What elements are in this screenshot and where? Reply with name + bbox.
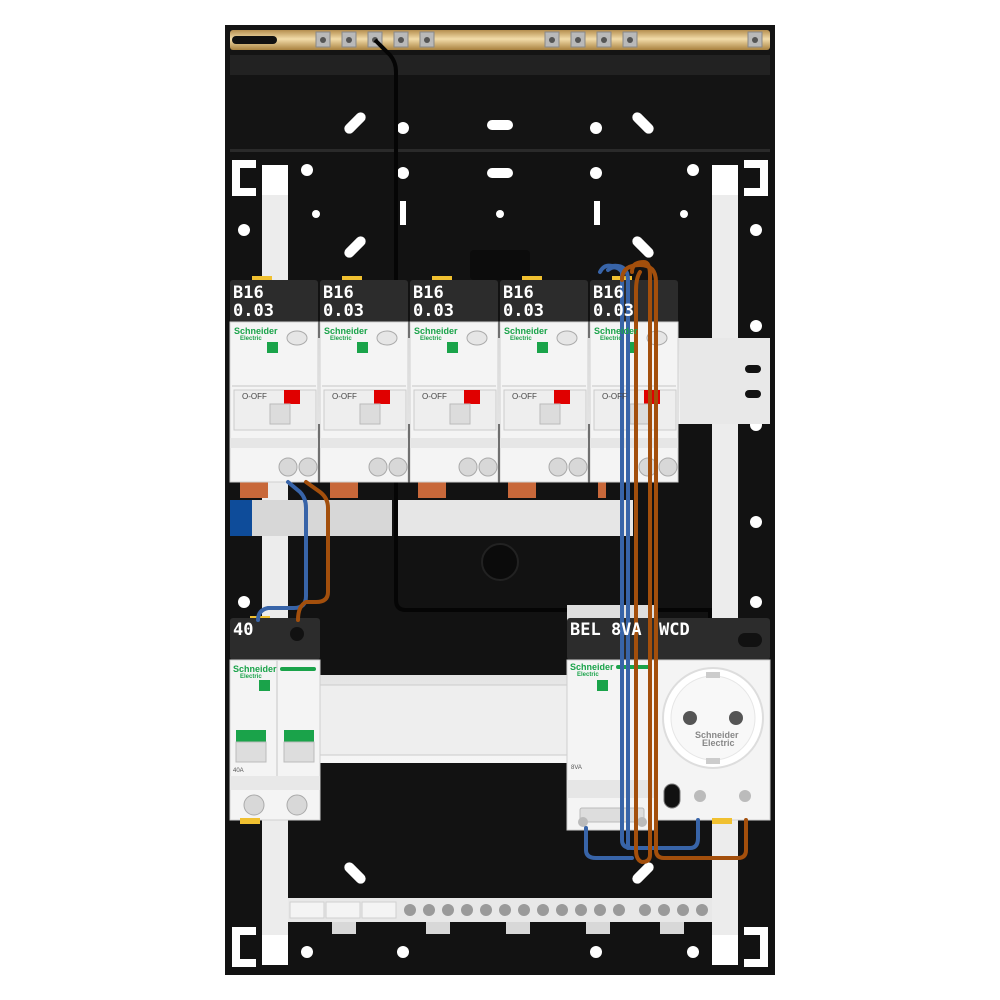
screw-terminal-icon[interactable] — [458, 457, 478, 477]
main-switch-brand-logo — [259, 680, 270, 691]
bell-transformer[interactable] — [566, 605, 658, 831]
bell-brand: Schneider — [570, 662, 614, 672]
brand-logo-icon — [627, 342, 638, 353]
screw-terminal-icon[interactable] — [499, 904, 511, 916]
socket-brand: Schneider — [695, 730, 739, 740]
test-button-icon[interactable] — [466, 330, 488, 346]
screw-terminal-icon[interactable] — [594, 904, 606, 916]
top-busbar — [230, 30, 770, 50]
rcbo-brand: Schneider — [324, 326, 368, 336]
bottom-terminal-strip — [288, 898, 712, 934]
test-button-icon[interactable] — [286, 330, 308, 346]
bell-brand-logo — [597, 680, 608, 691]
rcbo-module[interactable] — [499, 276, 589, 483]
bell-brand-sub: Electric — [577, 672, 599, 678]
brand-logo-icon — [267, 342, 278, 353]
socket-module[interactable] — [656, 618, 771, 824]
screw-terminal-icon[interactable] — [694, 790, 706, 802]
toggle-lever-icon[interactable] — [554, 390, 570, 404]
main-switch-brand-sub: Electric — [240, 674, 262, 680]
test-button-icon[interactable] — [556, 330, 578, 346]
wiring — [256, 259, 748, 865]
rcbo-off-label: O-OFF — [332, 392, 357, 401]
screw-terminal-icon[interactable] — [613, 904, 625, 916]
toggle-lever-icon[interactable] — [374, 390, 390, 404]
rcbo-module[interactable] — [229, 276, 319, 483]
screw-terminal-icon[interactable] — [442, 904, 454, 916]
screw-terminal-icon[interactable] — [368, 457, 388, 477]
brand-logo-icon — [537, 342, 548, 353]
neutral-wire-loop — [598, 263, 630, 850]
rcbo-brand: Schneider — [414, 326, 458, 336]
main-switch[interactable] — [229, 616, 321, 824]
screw-terminal-icon[interactable] — [423, 904, 435, 916]
screw-terminal-icon[interactable] — [404, 904, 416, 916]
panel-gap — [230, 149, 770, 152]
screw-terminal-icon[interactable] — [243, 794, 265, 816]
screw-terminal-icon[interactable] — [537, 904, 549, 916]
toggle-lever-icon[interactable] — [284, 730, 314, 742]
mounting-slots — [238, 112, 762, 958]
screw-terminal-icon[interactable] — [658, 904, 670, 916]
rcbo-brand-sub: Electric — [600, 336, 622, 342]
phase-wire-main — [296, 480, 330, 622]
brand-logo-icon — [357, 342, 368, 353]
rcbo-brand: Schneider — [594, 326, 638, 336]
rcbo-off-label: O-OFF — [242, 392, 267, 401]
screw-terminal-icon[interactable] — [556, 904, 568, 916]
neutral-wire-socket — [584, 826, 634, 860]
test-button-icon[interactable] — [376, 330, 398, 346]
rail-notch — [470, 250, 530, 280]
rcbo-brand: Schneider — [234, 326, 278, 336]
screw-terminal-icon[interactable] — [388, 457, 408, 477]
socket-brand-sub: Electric — [702, 738, 735, 748]
screw-terminal-icon[interactable] — [575, 904, 587, 916]
bell-rating: 8VA — [571, 765, 582, 771]
rcbo-module[interactable] — [319, 276, 409, 483]
cable-grommet — [481, 543, 519, 581]
black-wire — [373, 38, 712, 624]
screw-terminal-icon[interactable] — [298, 457, 318, 477]
toggle-lever-icon[interactable] — [284, 390, 300, 404]
screw-terminal-icon[interactable] — [677, 904, 689, 916]
rail-clamps — [232, 160, 768, 967]
screw-terminal-icon[interactable] — [637, 817, 647, 827]
rcbo-off-label: O-OFF — [512, 392, 537, 401]
main-switch-brand: Schneider — [233, 664, 277, 674]
screw-terminal-icon[interactable] — [518, 904, 530, 916]
rcbo-off-label: O-OFF — [602, 392, 627, 401]
toggle-lever-icon[interactable] — [464, 390, 480, 404]
screw-terminal-icon[interactable] — [578, 817, 588, 827]
screw-terminal-icon[interactable] — [286, 794, 308, 816]
screw-terminal-icon[interactable] — [548, 457, 568, 477]
brand-logo-icon — [447, 342, 458, 353]
screw-terminal-icon[interactable] — [278, 457, 298, 477]
rcbo-brand-sub: Electric — [240, 336, 262, 342]
rcbo-brand-sub: Electric — [330, 336, 352, 342]
rcbo-brand-sub: Electric — [510, 336, 532, 342]
screw-terminal-icon[interactable] — [639, 904, 651, 916]
rcbo-module[interactable] — [409, 276, 499, 483]
rcbo-off-label: O-OFF — [422, 392, 447, 401]
toggle-lever-icon[interactable] — [236, 730, 266, 742]
screw-terminal-icon[interactable] — [461, 904, 473, 916]
screw-terminal-icon[interactable] — [568, 457, 588, 477]
screw-terminal-icon[interactable] — [658, 457, 678, 477]
rcbo-row — [229, 276, 679, 483]
main-switch-rating: 40A — [233, 768, 244, 774]
phase-wire-loop — [630, 259, 652, 865]
screw-terminal-icon[interactable] — [480, 904, 492, 916]
busbar-dark-strip — [230, 55, 770, 75]
rcbo-brand-sub: Electric — [420, 336, 442, 342]
rcbo-brand: Schneider — [504, 326, 548, 336]
screw-terminal-icon[interactable] — [739, 790, 751, 802]
comb-busbar — [230, 478, 633, 536]
neutral-bar-end — [230, 500, 252, 536]
screw-terminal-icon[interactable] — [696, 904, 708, 916]
screw-terminal-icon[interactable] — [478, 457, 498, 477]
